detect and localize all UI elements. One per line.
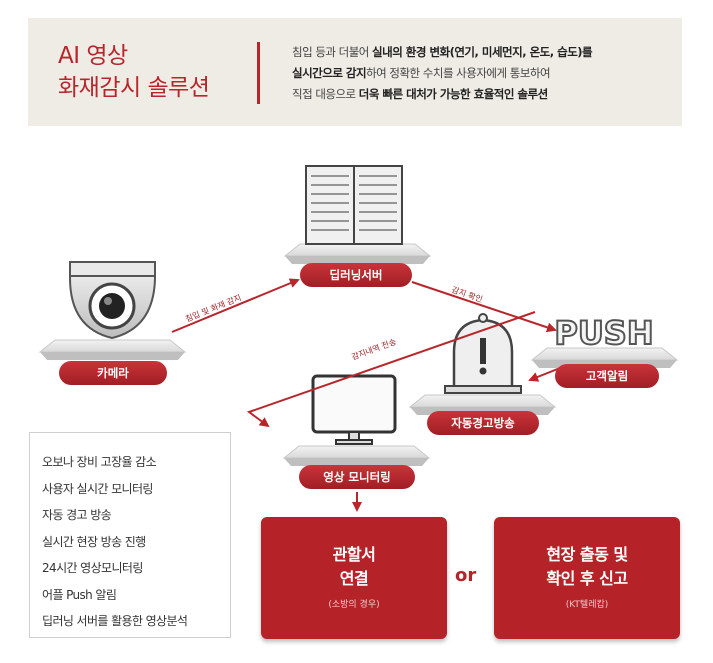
dispatch-line2: 확인 후 신고 — [546, 569, 628, 588]
feature-item: 딥러닝 서버를 활용한 영상분석 — [42, 614, 188, 628]
arrow-push-to-alarm — [528, 367, 561, 382]
feature-item: 24시간 영상모니터링 — [42, 561, 143, 575]
push-text: PUSH — [554, 314, 653, 352]
camera-label: 카메라 — [59, 361, 167, 385]
feature-item: 어플 Push 알림 — [42, 587, 117, 602]
desc-line2-b: 하여 정확한 수치를 사용자에게 통보하여 — [366, 66, 551, 80]
fire-station-sub: (소방의 경우) — [328, 600, 380, 610]
or-text: or — [455, 565, 477, 586]
arrow-camera-to-server — [171, 278, 300, 333]
auto-broadcast-label: 자동경고방송 — [427, 411, 539, 435]
banner-description: 침입 등과 더불어 실내의 환경 변화(연기, 미세먼지, 온도, 습도)를 실… — [292, 42, 593, 105]
monitoring-label: 영상 모니터링 — [299, 465, 415, 489]
dispatch-sub: (KT텔레캅) — [565, 600, 609, 610]
desc-line2-a: 실시간으로 감지 — [292, 66, 367, 80]
feature-list: 오보나 장비 고장율 감소 사용자 실시간 모니터링 자동 경고 방송 실시간 … — [29, 432, 231, 638]
server-label: 딥러닝서버 — [300, 263, 412, 287]
desc-line1-b: 실내의 환경 변화(연기, 미세먼지, 온도, 습도)를 — [372, 45, 593, 59]
feature-item: 사용자 실시간 모니터링 — [42, 481, 153, 496]
monitor-pedestal — [282, 445, 431, 466]
fire-station-box: 관할서 연결 (소방의 경우) — [261, 517, 447, 639]
feature-item: 실시간 현장 방송 진행 — [42, 534, 146, 549]
arrow-server-to-monitor — [246, 311, 536, 428]
feature-item: 자동 경고 방송 — [42, 508, 112, 522]
fire-station-line1: 관할서 — [332, 545, 376, 564]
server-icon — [305, 165, 403, 245]
customer-alarm-label: 고객알림 — [555, 364, 659, 388]
arrow-server-to-push — [411, 281, 557, 333]
fire-station-line2: 연결 — [339, 569, 369, 588]
banner-title-line2: 화재감시 솔루션 — [58, 75, 210, 101]
banner-title-line1: AI 영상 — [58, 43, 128, 69]
banner-divider — [257, 42, 260, 104]
alarm-bell-icon — [444, 313, 522, 394]
header-banner: AI 영상 화재감시 솔루션 침입 등과 더불어 실내의 환경 변화(연기, 미… — [28, 18, 682, 126]
feature-item: 오보나 장비 고장율 감소 — [42, 455, 157, 469]
server-pedestal — [283, 243, 432, 264]
desc-line3-a: 직접 대응으로 — [292, 87, 359, 101]
dispatch-line1: 현장 출동 및 — [546, 545, 628, 564]
camera-icon — [69, 261, 156, 340]
desc-line1-a: 침입 등과 더불어 — [292, 45, 373, 59]
desc-line3-b: 더욱 빠른 대처가 가능한 효율적인 솔루션 — [358, 87, 548, 101]
dispatch-box: 현장 출동 및 확인 후 신고 (KT텔레캅) — [494, 517, 680, 639]
camera-pedestal — [38, 339, 187, 360]
banner-title: AI 영상 화재감시 솔루션 — [58, 40, 210, 104]
